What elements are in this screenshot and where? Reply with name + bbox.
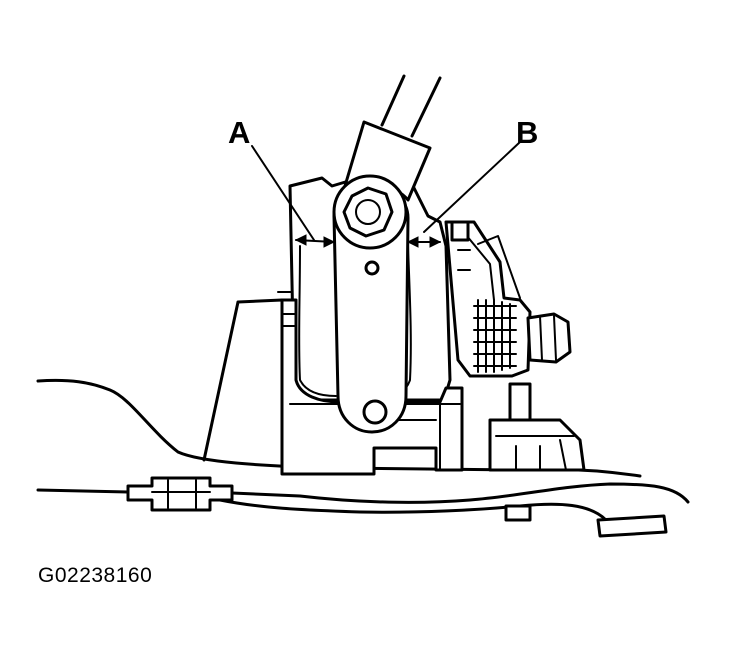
frame-rail-bottom — [218, 498, 608, 522]
connector — [488, 382, 586, 472]
lower-bushing — [362, 399, 388, 425]
frame-rail — [36, 482, 690, 504]
right-bracket-plate — [444, 220, 532, 378]
figure-id: G02238160 — [38, 564, 153, 587]
callout-label-a: A — [228, 115, 251, 150]
left-support-bracket — [202, 298, 284, 462]
gap-a-arrows — [294, 234, 336, 248]
side-nut — [526, 312, 572, 364]
insulator-left — [298, 245, 337, 397]
clip-bracket — [126, 476, 234, 512]
rail-tab — [504, 504, 532, 522]
callout-label-b: B — [516, 115, 539, 150]
callout-a-leader — [251, 145, 315, 241]
upper-bolt — [332, 174, 408, 250]
link-center-hole — [364, 260, 380, 276]
gap-b-arrows — [406, 236, 442, 248]
right-plate — [596, 514, 668, 538]
threaded-stud — [473, 299, 517, 373]
callout-b-leader — [423, 141, 521, 233]
upper-rod — [380, 74, 442, 138]
